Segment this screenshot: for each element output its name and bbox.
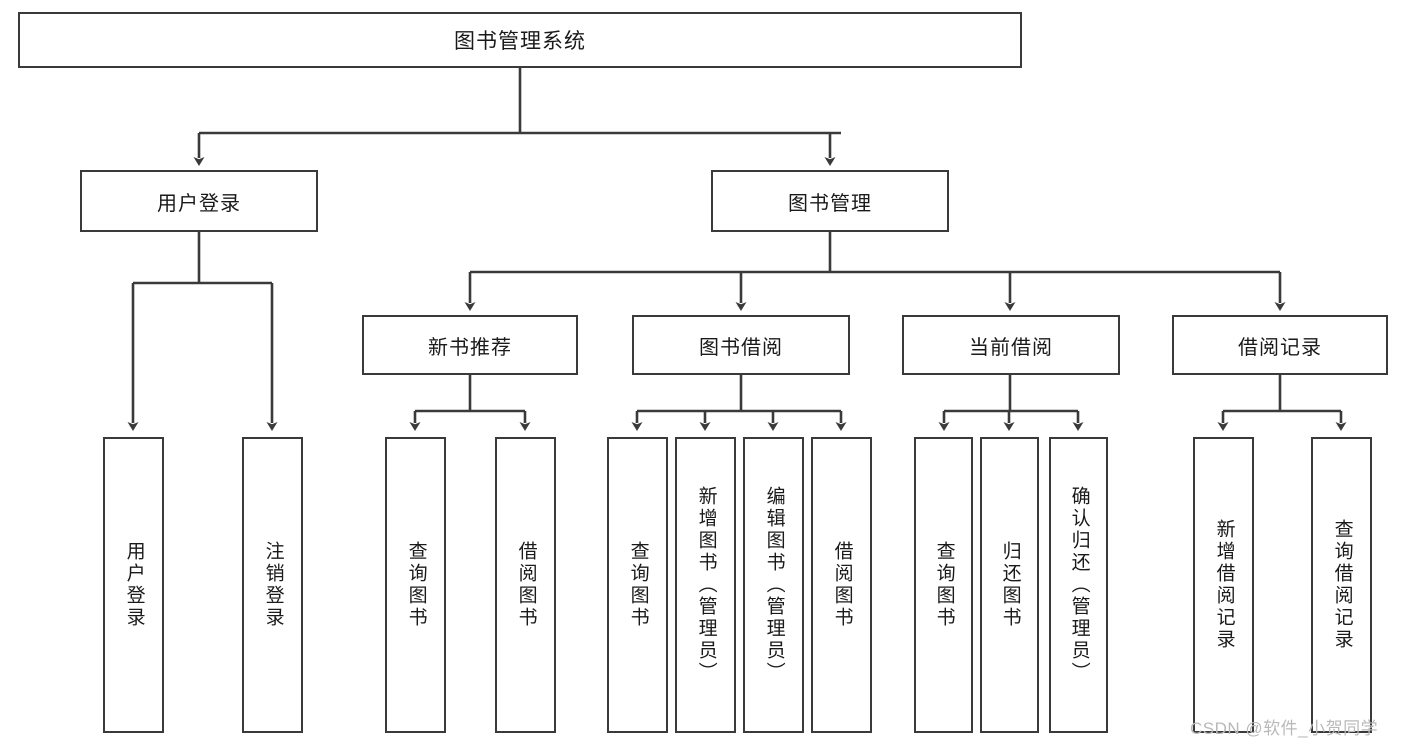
- node-label: 查询图书: [405, 541, 427, 629]
- node-leaf-return-book[interactable]: 归还图书: [980, 437, 1039, 733]
- node-label: 编辑图书（管理员）: [763, 486, 785, 684]
- node-leaf-query-book-recommend[interactable]: 查询图书: [385, 437, 446, 733]
- node-module-user-login[interactable]: 用户登录: [80, 170, 318, 232]
- node-label: 新增借阅记录: [1213, 519, 1235, 651]
- node-label: 借阅图书: [515, 541, 537, 629]
- node-leaf-query-borrow-record[interactable]: 查询借阅记录: [1311, 437, 1372, 733]
- node-label: 查询图书: [627, 541, 649, 629]
- node-leaf-add-book-admin[interactable]: 新增图书（管理员）: [675, 437, 736, 733]
- node-label: 借阅记录: [1238, 336, 1322, 359]
- node-module-book-manage[interactable]: 图书管理: [711, 170, 949, 232]
- node-leaf-edit-book-admin[interactable]: 编辑图书（管理员）: [743, 437, 804, 733]
- node-leaf-query-book-current[interactable]: 查询图书: [914, 437, 973, 733]
- node-label: 图书管理: [788, 192, 872, 215]
- node-submodule-borrow-record[interactable]: 借阅记录: [1172, 315, 1388, 375]
- node-label: 归还图书: [999, 541, 1021, 629]
- node-label: 图书管理系统: [454, 30, 586, 53]
- node-label: 新增图书（管理员）: [695, 486, 717, 684]
- node-label: 确认归还（管理员）: [1068, 486, 1090, 684]
- node-label: 新书推荐: [428, 336, 512, 359]
- node-label: 图书借阅: [699, 336, 783, 359]
- node-root-system[interactable]: 图书管理系统: [18, 12, 1022, 68]
- node-leaf-query-book-borrow[interactable]: 查询图书: [607, 437, 668, 733]
- node-label: 当前借阅: [969, 336, 1053, 359]
- node-label: 查询借阅记录: [1331, 519, 1353, 651]
- node-leaf-add-borrow-record[interactable]: 新增借阅记录: [1193, 437, 1254, 733]
- node-label: 查询图书: [933, 541, 955, 629]
- node-leaf-borrow-book[interactable]: 借阅图书: [811, 437, 872, 733]
- node-label: 用户登录: [123, 541, 145, 629]
- node-leaf-confirm-return-admin[interactable]: 确认归还（管理员）: [1049, 437, 1108, 733]
- node-submodule-current-borrow[interactable]: 当前借阅: [902, 315, 1120, 375]
- node-leaf-borrow-book-recommend[interactable]: 借阅图书: [495, 437, 556, 733]
- watermark-text: CSDN @软件_小贺同学: [1190, 719, 1379, 738]
- node-leaf-logout[interactable]: 注销登录: [242, 437, 303, 733]
- node-submodule-book-borrow[interactable]: 图书借阅: [632, 315, 850, 375]
- node-leaf-user-login[interactable]: 用户登录: [103, 437, 164, 733]
- node-label: 注销登录: [262, 541, 284, 629]
- node-submodule-new-book-recommend[interactable]: 新书推荐: [362, 315, 578, 375]
- node-label: 用户登录: [157, 192, 241, 215]
- node-label: 借阅图书: [831, 541, 853, 629]
